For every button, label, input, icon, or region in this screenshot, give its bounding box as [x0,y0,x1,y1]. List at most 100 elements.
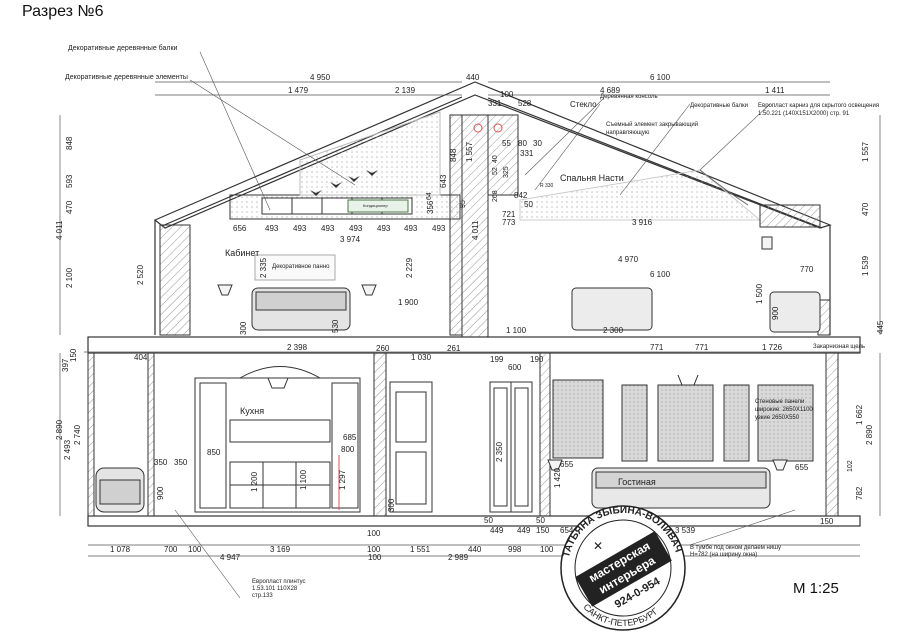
room-kitchen: Кухня [240,406,264,416]
dim-row-5: 493 [377,224,391,233]
dim-g-190: 190 [530,355,544,364]
dim-top-mid: 440 [466,73,480,82]
dim-c-773: 773 [502,218,516,227]
kitchen-cabinets [194,366,361,513]
scale-label: М 1:25 [793,580,839,597]
dim-b6: 1 551 [410,545,431,554]
dim-h-593: 593 [65,174,74,188]
dim-g-600: 600 [508,363,522,372]
dim-w-3916: 3 916 [632,218,653,227]
dim-c-40: 40 [492,155,499,163]
dim-total-left: 4 947 [220,553,241,562]
decorative-panel [254,254,336,281]
dim-l1: 1 479 [288,86,309,95]
dim-h-2229: 2 229 [405,257,414,278]
ground-walls [87,352,839,517]
note-plinth-2: 1.53.101 110Х28 [252,586,298,592]
room-living: Гостиная [618,477,656,487]
dim-g-1100: 1 100 [299,469,308,490]
dim-row-1: 493 [265,224,279,233]
dim-g-404: 404 [134,353,148,362]
dim-g-300: 300 [387,498,396,512]
dim-r2: 1 411 [765,86,785,95]
dim-g-1662: 1 662 [855,404,864,425]
dim-m2: 331 [488,99,502,108]
armchair [95,467,145,513]
dim-g-3539: 3 539 [675,526,696,535]
dim-g-1726: 1 726 [762,343,783,352]
dim-row-0: 656 [233,224,247,233]
dim-h-1500: 1 500 [755,283,764,304]
note-conditioner: Кондиционер [363,203,389,208]
dim-h-530: 530 [331,319,340,333]
doors [389,381,533,513]
dim-h-445: 445 [876,320,885,334]
dim-row-7: 493 [432,224,446,233]
dim-c-52: 52 [492,167,499,175]
dim-g-771b: 771 [695,343,709,352]
dim-h-2335: 2 335 [259,257,268,278]
dim-m3: 528 [518,99,532,108]
dim-g-199: 199 [490,355,504,364]
leader-lines [174,51,796,599]
dim-g-655a: 655 [560,460,574,469]
dim-c-30: 30 [533,139,542,148]
dim-c-325: 325 [503,166,510,178]
dim-g-350b: 350 [174,458,188,467]
dim-w-2300: 2 300 [603,326,624,335]
dim-w-4970: 4 970 [618,255,639,264]
dim-h-4011: 4 011 [55,220,64,240]
floor-slab [87,336,861,527]
dim-h-300: 300 [239,321,248,335]
dim-h-848: 848 [65,136,74,150]
dim-r1: 4 689 [600,86,621,95]
dim-h-64: 64 [426,192,433,200]
dim-g-2398: 2 398 [287,343,308,352]
dim-b7: 440 [468,545,482,554]
stamp-cross-icon: ✕ [593,539,603,553]
dim-h-848b: 848 [449,148,458,162]
dim-c-842: 842 [514,191,528,200]
dim-b8: 998 [508,545,522,554]
dim-h-356: 356 [426,200,435,214]
dim-top-right: 6 100 [650,73,671,82]
dim-g-150: 150 [69,348,78,362]
note-glass: Стекло [570,100,597,109]
dim-g-782: 782 [855,486,864,500]
attic-right [487,114,831,336]
note-wall-panels-3: узкие 2650Х550 [755,415,800,421]
dim-g-397: 397 [61,358,70,372]
dim-g-771a: 771 [650,343,664,352]
room-bedroom: Спальня Насти [560,173,624,183]
note-elements: Декоративные деревянные элементы [65,74,188,81]
dim-w-1900: 1 900 [398,298,419,307]
chandeliers [267,374,699,389]
dim-h-1557: 1 557 [465,141,474,162]
dim-g-655b: 655 [795,463,809,472]
dim-w-1100: 1 100 [506,326,527,335]
dim-g-260: 260 [376,344,390,353]
dim-g-449a: 449 [490,526,504,535]
dim-h-4011b: 4 011 [471,220,480,240]
dim-h-900: 900 [771,306,780,320]
accent-marks [338,123,503,510]
dim-g-150b: 150 [536,526,550,535]
attic-left [159,111,463,336]
dim-g-449b: 449 [517,526,531,535]
note-plinth-1: Европласт плинтус [252,579,306,585]
room-cabinet: Кабинет [225,248,259,258]
dim-h-470r: 470 [861,202,870,216]
note-cornice-2: 1.50.221 (140Х151Х2000) стр. 91 [758,111,850,117]
dim-g-654: 654 [560,526,574,535]
dim-c-268: 268 [492,190,499,202]
dim-g-2890r: 2 890 [865,424,874,445]
bed-bedroom [571,287,821,333]
studio-stamp: ТАТЬЯНА ЗЫБИНА-ВОЛИВАЧ САНКТ-ПЕТЕРБУРГ м… [560,505,686,631]
note-plinth-3: стр.133 [252,593,273,599]
dim-row-4: 493 [349,224,363,233]
dim-g-2350: 2 350 [495,441,504,462]
sofa-living [591,467,771,509]
dim-g-1297: 1 297 [338,469,347,490]
